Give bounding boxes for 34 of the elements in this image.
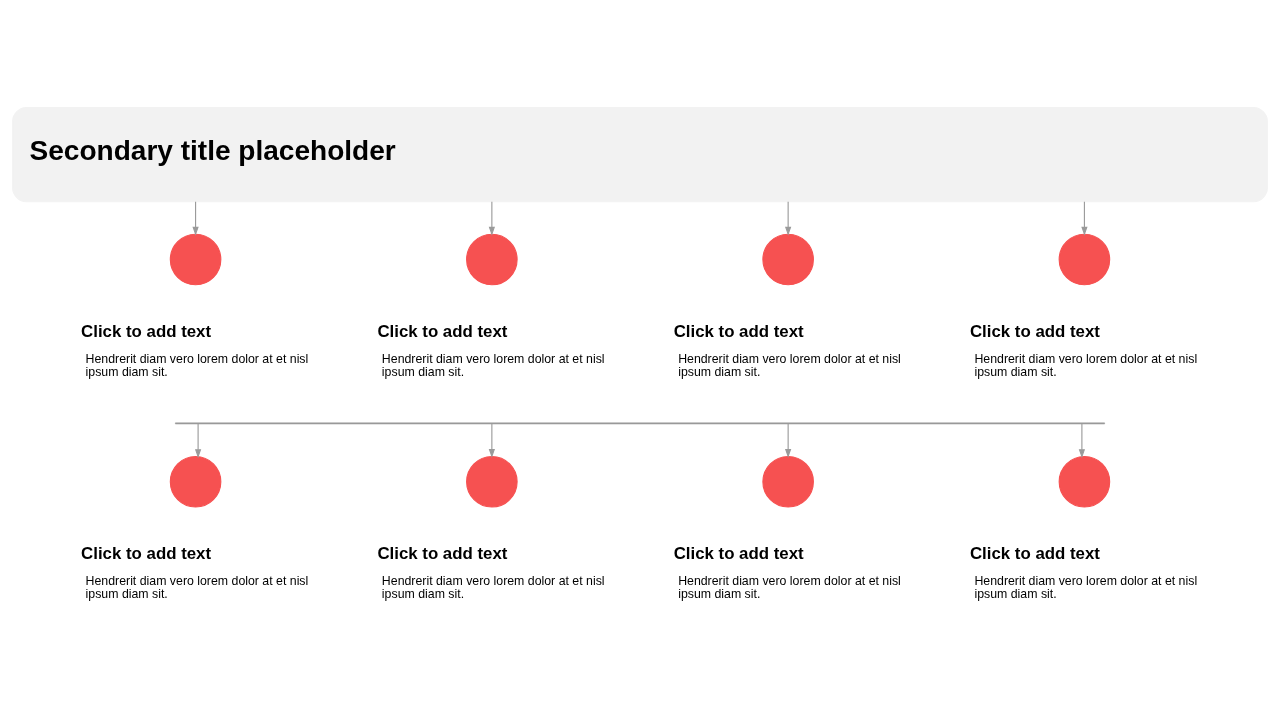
node-label: Click to add text xyxy=(673,321,804,341)
arrow xyxy=(1078,423,1086,459)
node-circle xyxy=(1058,455,1111,508)
node-label: Hendrerit diam vero lorem dolor at et nisl ipsum diam sit. xyxy=(678,351,901,380)
node-label: Click to add text xyxy=(81,544,212,564)
node-label: Hendrerit diam vero lorem dolor at et nisl ipsum diam sit. xyxy=(974,573,1198,602)
arrow xyxy=(785,201,792,236)
node-label: Click to add text xyxy=(377,321,508,341)
node-label: Click to add text xyxy=(969,544,1100,564)
arrow xyxy=(194,423,202,459)
node-label: Click to add text xyxy=(969,321,1100,341)
arrow xyxy=(1081,201,1088,236)
node-circle xyxy=(169,233,222,286)
node-label: Hendrerit diam vero lorem dolor at et nisl ipsum diam sit. xyxy=(974,351,1198,380)
node-label: Click to add text xyxy=(673,544,804,564)
node-circle xyxy=(762,455,814,508)
node-circle xyxy=(762,233,814,286)
arrow xyxy=(488,423,495,458)
node-label: Hendrerit diam vero lorem dolor at et nisl ipsum diam sit. xyxy=(678,573,901,602)
node-label: Click to add text xyxy=(81,321,212,341)
node-label: Hendrerit diam vero lorem dolor at et nisl ipsum diam sit. xyxy=(85,573,309,602)
node-label: Hendrerit diam vero lorem dolor at et nisl ipsum diam sit. xyxy=(85,351,309,380)
arrow xyxy=(192,201,199,236)
arrow xyxy=(488,201,495,236)
node-circle xyxy=(1058,233,1111,286)
node-circle xyxy=(466,233,518,286)
node-circle xyxy=(466,455,518,508)
node-bar xyxy=(175,422,1105,425)
node-label: Hendrerit diam vero lorem dolor at et nisl ipsum diam sit. xyxy=(381,351,605,380)
node-circle xyxy=(169,455,222,508)
arrow xyxy=(785,423,792,458)
node-label: Hendrerit diam vero lorem dolor at et nisl ipsum diam sit. xyxy=(381,573,605,602)
node-label: Click to add text xyxy=(377,544,508,564)
node-box: Secondary title placeholder xyxy=(12,106,1268,203)
